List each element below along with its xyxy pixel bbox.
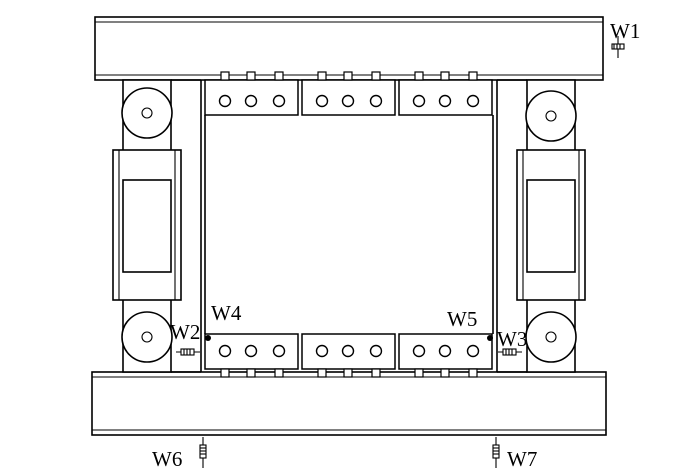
bolt-plates (204, 71, 493, 378)
bolt-top-3-3 (466, 94, 480, 108)
bolt-top-1-3 (272, 94, 286, 108)
bolt-bottom-1-2 (244, 344, 258, 358)
label-w6: W6 (152, 447, 182, 471)
bolt-tab-top-2-1 (317, 71, 327, 81)
bolt-tab-top-1-3 (274, 71, 284, 81)
pulley-left-top (121, 87, 173, 139)
point-w5 (487, 335, 493, 341)
label-w1: W1 (610, 19, 640, 43)
bolt-tab-bottom-1-3 (274, 368, 284, 378)
point-w4 (205, 335, 211, 341)
bolt-tab-top-3-1 (414, 71, 424, 81)
bolt-top-2-3 (369, 94, 383, 108)
bolt-bottom-2-2 (341, 344, 355, 358)
bolt-bottom-3-1 (412, 344, 426, 358)
bolt-tab-top-1-2 (246, 71, 256, 81)
gauge-w2 (176, 348, 200, 356)
bolt-bottom-1-1 (218, 344, 232, 358)
bolt-bottom-2-3 (369, 344, 383, 358)
bolt-tab-top-1-1 (220, 71, 230, 81)
bolt-tab-top-3-3 (468, 71, 478, 81)
pulley-right-bottom (525, 311, 577, 363)
bolt-tab-top-3-2 (440, 71, 450, 81)
bottom-beam (91, 371, 607, 436)
bolt-tab-bottom-3-3 (468, 368, 478, 378)
label-w2: W2 (170, 320, 200, 344)
bolt-tab-top-2-2 (343, 71, 353, 81)
pulley-left-bottom (121, 311, 173, 363)
bolt-top-2-2 (341, 94, 355, 108)
inner-frame (200, 80, 498, 372)
gauge-w7 (492, 437, 500, 468)
bolt-top-3-1 (412, 94, 426, 108)
bolt-tab-bottom-1-1 (220, 368, 230, 378)
gauge-w6 (199, 437, 207, 468)
bolt-bottom-2-1 (315, 344, 329, 358)
bolt-top-3-2 (438, 94, 452, 108)
label-w5: W5 (447, 307, 477, 331)
bolt-tab-bottom-2-2 (343, 368, 353, 378)
bolt-bottom-3-2 (438, 344, 452, 358)
bolt-tab-bottom-2-1 (317, 368, 327, 378)
bolt-tab-top-2-3 (371, 71, 381, 81)
bolt-tab-bottom-2-3 (371, 368, 381, 378)
bolt-tab-bottom-1-2 (246, 368, 256, 378)
gauge-w3 (498, 348, 522, 356)
bolt-tab-bottom-3-1 (414, 368, 424, 378)
pulley-right-top (525, 90, 577, 142)
label-w7: W7 (507, 447, 537, 471)
bolt-top-2-1 (315, 94, 329, 108)
bolt-top-1-1 (218, 94, 232, 108)
bolt-bottom-3-3 (466, 344, 480, 358)
bolt-tab-bottom-3-2 (440, 368, 450, 378)
bolt-bottom-1-3 (272, 344, 286, 358)
top-beam (94, 16, 604, 81)
bolt-top-1-2 (244, 94, 258, 108)
label-w3: W3 (497, 327, 527, 351)
label-w4: W4 (211, 301, 242, 325)
gauge-w1 (611, 36, 625, 58)
